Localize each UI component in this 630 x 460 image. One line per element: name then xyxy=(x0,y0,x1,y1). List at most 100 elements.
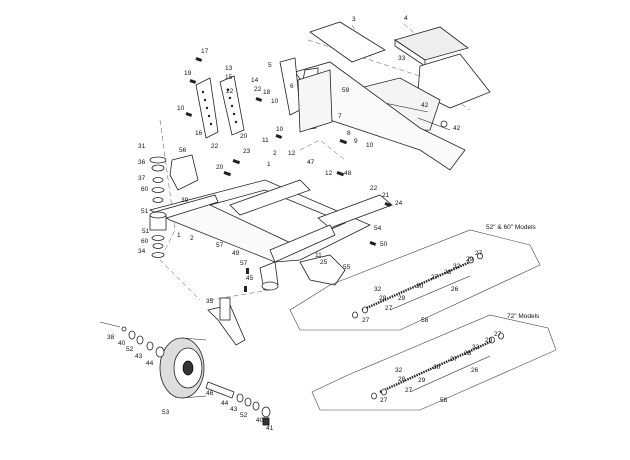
axle-hardware xyxy=(99,321,271,426)
callout-c44a: 44 xyxy=(146,360,154,367)
callout-c55: 55 xyxy=(343,264,351,271)
callout-c15: 15 xyxy=(225,74,233,81)
callout-c50: 50 xyxy=(380,241,388,248)
callout-c57a: 57 xyxy=(216,242,224,249)
callout-c34: 34 xyxy=(138,248,146,255)
model-box-52-60 xyxy=(289,229,541,331)
callout-c42b: 42 xyxy=(453,125,461,132)
callout-c18: 18 xyxy=(263,89,271,96)
callout-u29d: 29 xyxy=(418,377,426,384)
callout-u28a: 28 xyxy=(444,269,452,276)
callout-c57b: 57 xyxy=(240,260,248,267)
callout-c2a: 2 xyxy=(273,150,277,157)
callout-c31: 31 xyxy=(138,143,146,150)
caster-wheel xyxy=(159,337,207,399)
callout-c11b: 11 xyxy=(315,252,322,259)
callout-c46: 46 xyxy=(206,390,214,397)
callout-c1a: 1 xyxy=(267,161,271,168)
callout-c7: 7 xyxy=(338,113,342,120)
callout-c4: 4 xyxy=(404,15,408,22)
callout-c13: 13 xyxy=(225,65,233,72)
callout-c52a: 52 xyxy=(126,346,134,353)
callout-u26a: 26 xyxy=(451,286,459,293)
main-frame xyxy=(148,179,393,263)
callout-c60b: 60 xyxy=(141,238,149,245)
callout-c52b: 52 xyxy=(240,412,248,419)
callout-c56: 56 xyxy=(179,147,187,154)
callout-c53: 53 xyxy=(162,409,170,416)
callout-u27c: 27 xyxy=(385,305,393,312)
callout-c12a: 12 xyxy=(288,150,296,157)
callout-c25: 25 xyxy=(320,259,328,266)
model-label-72: 72" Models xyxy=(507,313,540,320)
caster-fork xyxy=(207,297,246,346)
callout-c10d: 10 xyxy=(366,142,374,149)
callout-c5: 5 xyxy=(268,62,272,69)
callout-c60a: 60 xyxy=(141,186,149,193)
caster-column-left xyxy=(149,156,167,258)
callout-u32a: 32 xyxy=(453,263,461,270)
spring-assembly-72 xyxy=(371,332,504,400)
callout-u27d: 27 xyxy=(362,317,370,324)
callout-u58a: 58 xyxy=(421,317,429,324)
callout-c16: 16 xyxy=(195,130,203,137)
callout-c41: 41 xyxy=(266,425,274,432)
callout-u27b: 27 xyxy=(431,274,439,281)
callout-c10a: 10 xyxy=(271,98,279,105)
callout-u32d: 32 xyxy=(395,367,403,374)
callout-c59: 59 xyxy=(342,87,350,94)
callout-c22d: 22 xyxy=(370,185,378,192)
callout-u26b: 26 xyxy=(471,367,479,374)
callout-c21: 21 xyxy=(382,192,390,199)
callout-u58b: 58 xyxy=(440,397,448,404)
callout-c8: 8 xyxy=(347,130,351,137)
callout-c10b: 10 xyxy=(177,105,185,112)
callout-u27e: 27 xyxy=(494,331,502,338)
callout-c36: 36 xyxy=(138,159,146,166)
callout-c42a: 42 xyxy=(421,102,429,109)
callout-c54: 54 xyxy=(374,225,382,232)
model-label-52-60: 52" & 60" Models xyxy=(486,224,537,231)
callout-c14: 14 xyxy=(251,77,259,84)
bracket-assembly-left xyxy=(195,75,245,139)
callout-u29c: 29 xyxy=(485,337,493,344)
callout-c9: 9 xyxy=(354,138,358,145)
callout-u27h: 27 xyxy=(380,397,388,404)
callout-c51b: 51 xyxy=(142,228,150,235)
callout-c45: 45 xyxy=(246,275,254,282)
callout-c40a: 40 xyxy=(118,340,126,347)
callout-c10c: 10 xyxy=(276,126,284,133)
callout-c51a: 51 xyxy=(141,208,149,215)
callout-u32c: 32 xyxy=(472,344,480,351)
callout-u29a: 29 xyxy=(466,256,474,263)
callout-u27g: 27 xyxy=(405,387,413,394)
callout-u28d: 28 xyxy=(398,376,406,383)
callout-c19: 19 xyxy=(184,70,192,77)
fasteners xyxy=(185,57,392,292)
callout-c1b: 1 xyxy=(177,232,181,239)
callout-u32b: 32 xyxy=(374,286,382,293)
callout-u30a: 30 xyxy=(416,283,424,290)
callout-c22b: 22 xyxy=(254,86,262,93)
callout-u28b: 28 xyxy=(379,295,387,302)
callout-c47: 47 xyxy=(307,159,315,166)
callout-c40b: 40 xyxy=(256,417,264,424)
callout-c22a: 22 xyxy=(226,88,234,95)
callout-c49: 49 xyxy=(232,250,240,257)
callout-c43b: 43 xyxy=(230,406,238,413)
callout-u27f: 27 xyxy=(450,356,458,363)
callout-c39: 39 xyxy=(181,197,189,204)
seat-panels xyxy=(309,21,491,133)
callout-c24: 24 xyxy=(395,200,403,207)
callout-c3: 3 xyxy=(352,16,356,23)
callout-c33: 33 xyxy=(398,55,406,62)
callout-c20b: 20 xyxy=(216,164,224,171)
callout-c48: 48 xyxy=(344,170,352,177)
callout-c6: 6 xyxy=(290,83,294,90)
bracket-56 xyxy=(169,154,199,191)
spring-assembly-52-60 xyxy=(352,252,483,319)
callout-c20a: 20 xyxy=(240,133,248,140)
callout-u29b: 29 xyxy=(398,295,406,302)
